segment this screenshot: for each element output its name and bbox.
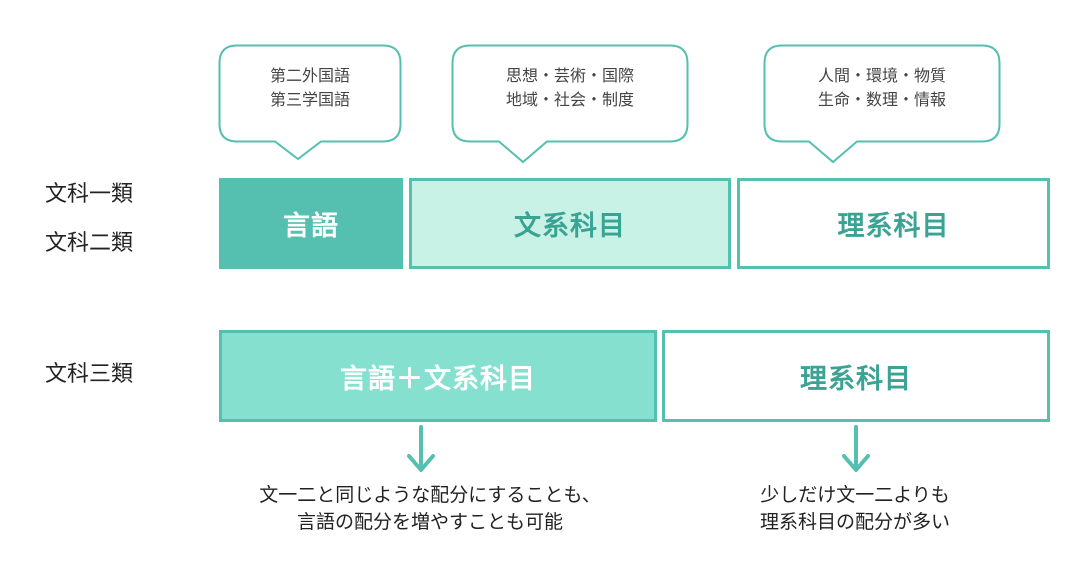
box-science-bunka-3: 理系科目: [662, 330, 1050, 422]
label-bunka-3: 文科三類: [45, 362, 134, 387]
bubble-line: 思想・芸術・国際: [505, 66, 634, 85]
bubble-language-subjects: 第二外国語 第三学国語: [218, 44, 402, 162]
bubble-line: 第二外国語: [269, 66, 350, 85]
box-humanities: 文系科目: [409, 178, 731, 269]
box-language: 言語: [219, 178, 403, 269]
speech-bubble-shape: [218, 44, 402, 161]
label-bunka-1: 文科一類: [45, 182, 134, 207]
note-bunka-3-language: 文一二と同じような配分にすることも、 言語の配分を増やすことも可能: [170, 482, 690, 536]
bubble-text: 第二外国語 第三学国語: [218, 64, 402, 112]
box-science: 理系科目: [737, 178, 1050, 269]
label-bunka-2: 文科二類: [45, 231, 134, 256]
note-bunka-3-science: 少しだけ文一二よりも 理系科目の配分が多い: [700, 482, 1010, 536]
box-language-plus-humanities: 言語＋文系科目: [219, 330, 657, 422]
bubble-science-subjects: 人間・環境・物質 生命・数理・情報: [763, 44, 1001, 164]
bubble-line: 地域・社会・制度: [505, 90, 634, 109]
bubble-line: 生命・数理・情報: [817, 90, 946, 109]
bubble-text: 人間・環境・物質 生命・数理・情報: [763, 64, 1001, 112]
note-line: 理系科目の配分が多い: [759, 511, 950, 533]
note-line: 文一二と同じような配分にすることも、: [259, 484, 601, 506]
note-line: 言語の配分を増やすことも可能: [296, 511, 563, 533]
speech-bubble-shape: [763, 44, 1001, 164]
bubble-humanities-subjects: 思想・芸術・国際 地域・社会・制度: [451, 44, 689, 164]
arrow-down-icon: [407, 425, 435, 472]
bubble-text: 思想・芸術・国際 地域・社会・制度: [451, 64, 689, 112]
bubble-line: 第三学国語: [269, 90, 350, 109]
speech-bubble-shape: [451, 44, 689, 164]
bubble-line: 人間・環境・物質: [817, 66, 946, 85]
arrow-down-icon: [842, 425, 870, 472]
note-line: 少しだけ文一二よりも: [760, 484, 950, 506]
